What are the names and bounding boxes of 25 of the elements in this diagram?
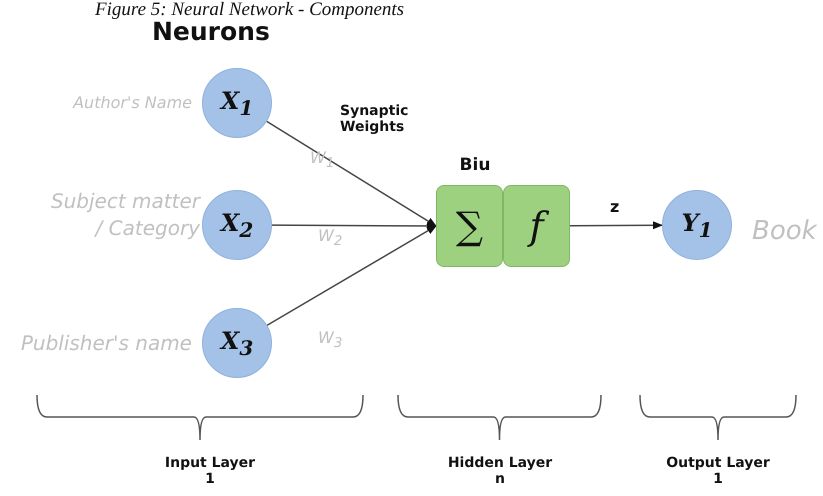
- neuron-circle: X$_{2}$: [202, 190, 272, 260]
- annotation: Synaptic Weights: [340, 103, 410, 135]
- edge-label: W$_{1}$: [310, 148, 334, 172]
- figure-caption: Figure 5: Neural Network - Components: [95, 0, 404, 20]
- neuron-circle: X$_{1}$: [202, 68, 272, 138]
- function-box: ∑: [436, 185, 503, 267]
- edge-label: z: [610, 197, 620, 216]
- layer-label: Hidden Layer n: [446, 455, 554, 487]
- input-description: Book: [752, 215, 818, 248]
- arrow: [266, 225, 437, 326]
- input-description: Author's Name: [71, 92, 192, 114]
- input-description: Publisher's name: [20, 330, 192, 357]
- title: Neurons: [152, 17, 270, 47]
- arrow: [272, 222, 437, 230]
- neuron-circle: X$_{3}$: [202, 308, 272, 378]
- function-box: f: [503, 185, 570, 267]
- arrow: [570, 221, 663, 230]
- edge-label: W$_{3}$: [318, 328, 342, 352]
- arrow: [266, 120, 437, 227]
- neuron-circle: Y$_{1}$: [662, 190, 732, 260]
- input-description: Subject matter / Category: [50, 188, 200, 242]
- heading: Biu: [458, 155, 492, 175]
- layer-label: Input Layer 1: [164, 455, 256, 487]
- edge-label: W$_{2}$: [318, 226, 342, 250]
- layer-label: Output Layer 1: [665, 455, 771, 487]
